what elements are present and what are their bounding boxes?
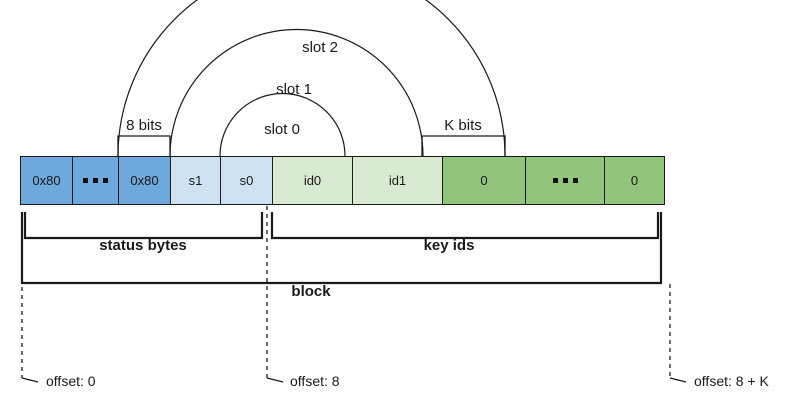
offset-8k-tick [669,377,687,383]
byte-cell-label: 0 [630,173,639,188]
byte-cell-s0: s0 [221,157,273,204]
key-ids-label: key ids [424,237,475,254]
status-bytes-label: status bytes [99,237,187,254]
slot-1-arc [169,28,424,157]
ellipsis-icon [552,178,578,183]
offset-8-tick [266,377,284,383]
slot-0-arc [219,92,346,157]
slot-2-arc [117,0,506,157]
byte-cell-label: 0x80 [32,173,61,188]
k-bits-bracket [421,135,506,156]
byte-cell-unused-zero-first: 0 [443,157,526,204]
byte-cell-s1: s1 [171,157,221,204]
byte-cell-label: id0 [303,173,322,188]
offset-8-label: offset: 8 [290,373,340,389]
byte-cell-status-0x80-last: 0x80 [119,157,171,204]
byte-cell-label: 0 [480,173,488,188]
ellipsis-icon [83,178,108,183]
byte-cell-label: s0 [239,173,254,188]
byte-cell-status-ellipsis [73,157,119,204]
byte-cell-id0: id0 [273,157,353,204]
byte-cell-id1: id1 [353,157,443,204]
byte-cell-label: 0x80 [130,173,159,188]
slot-2-label: slot 2 [302,39,338,56]
byte-cell-label: id1 [388,173,407,188]
slot-1-label: slot 1 [276,81,312,98]
eight-bits-bracket [117,135,171,156]
byte-cell-label: s1 [188,173,203,188]
offset-0-tick [21,377,39,383]
byte-cell-unused-zero-last: 0 [605,157,664,204]
k-bits-label: K bits [444,117,482,134]
offset-0-label: offset: 0 [46,373,96,389]
eight-bits-label: 8 bits [126,117,162,134]
key-ids-bracket [270,212,660,240]
slot-0-label: slot 0 [264,121,300,138]
offset-8k-label: offset: 8 + K [694,373,770,389]
byte-layout-bar: 0x80 0x80 s1 s0 id0 id1 0 0 [20,156,665,205]
byte-cell-unused-ellipsis [526,157,605,204]
byte-cell-status-0x80-first: 0x80 [21,157,73,204]
status-bytes-bracket [23,212,264,240]
block-label: block [291,283,331,300]
